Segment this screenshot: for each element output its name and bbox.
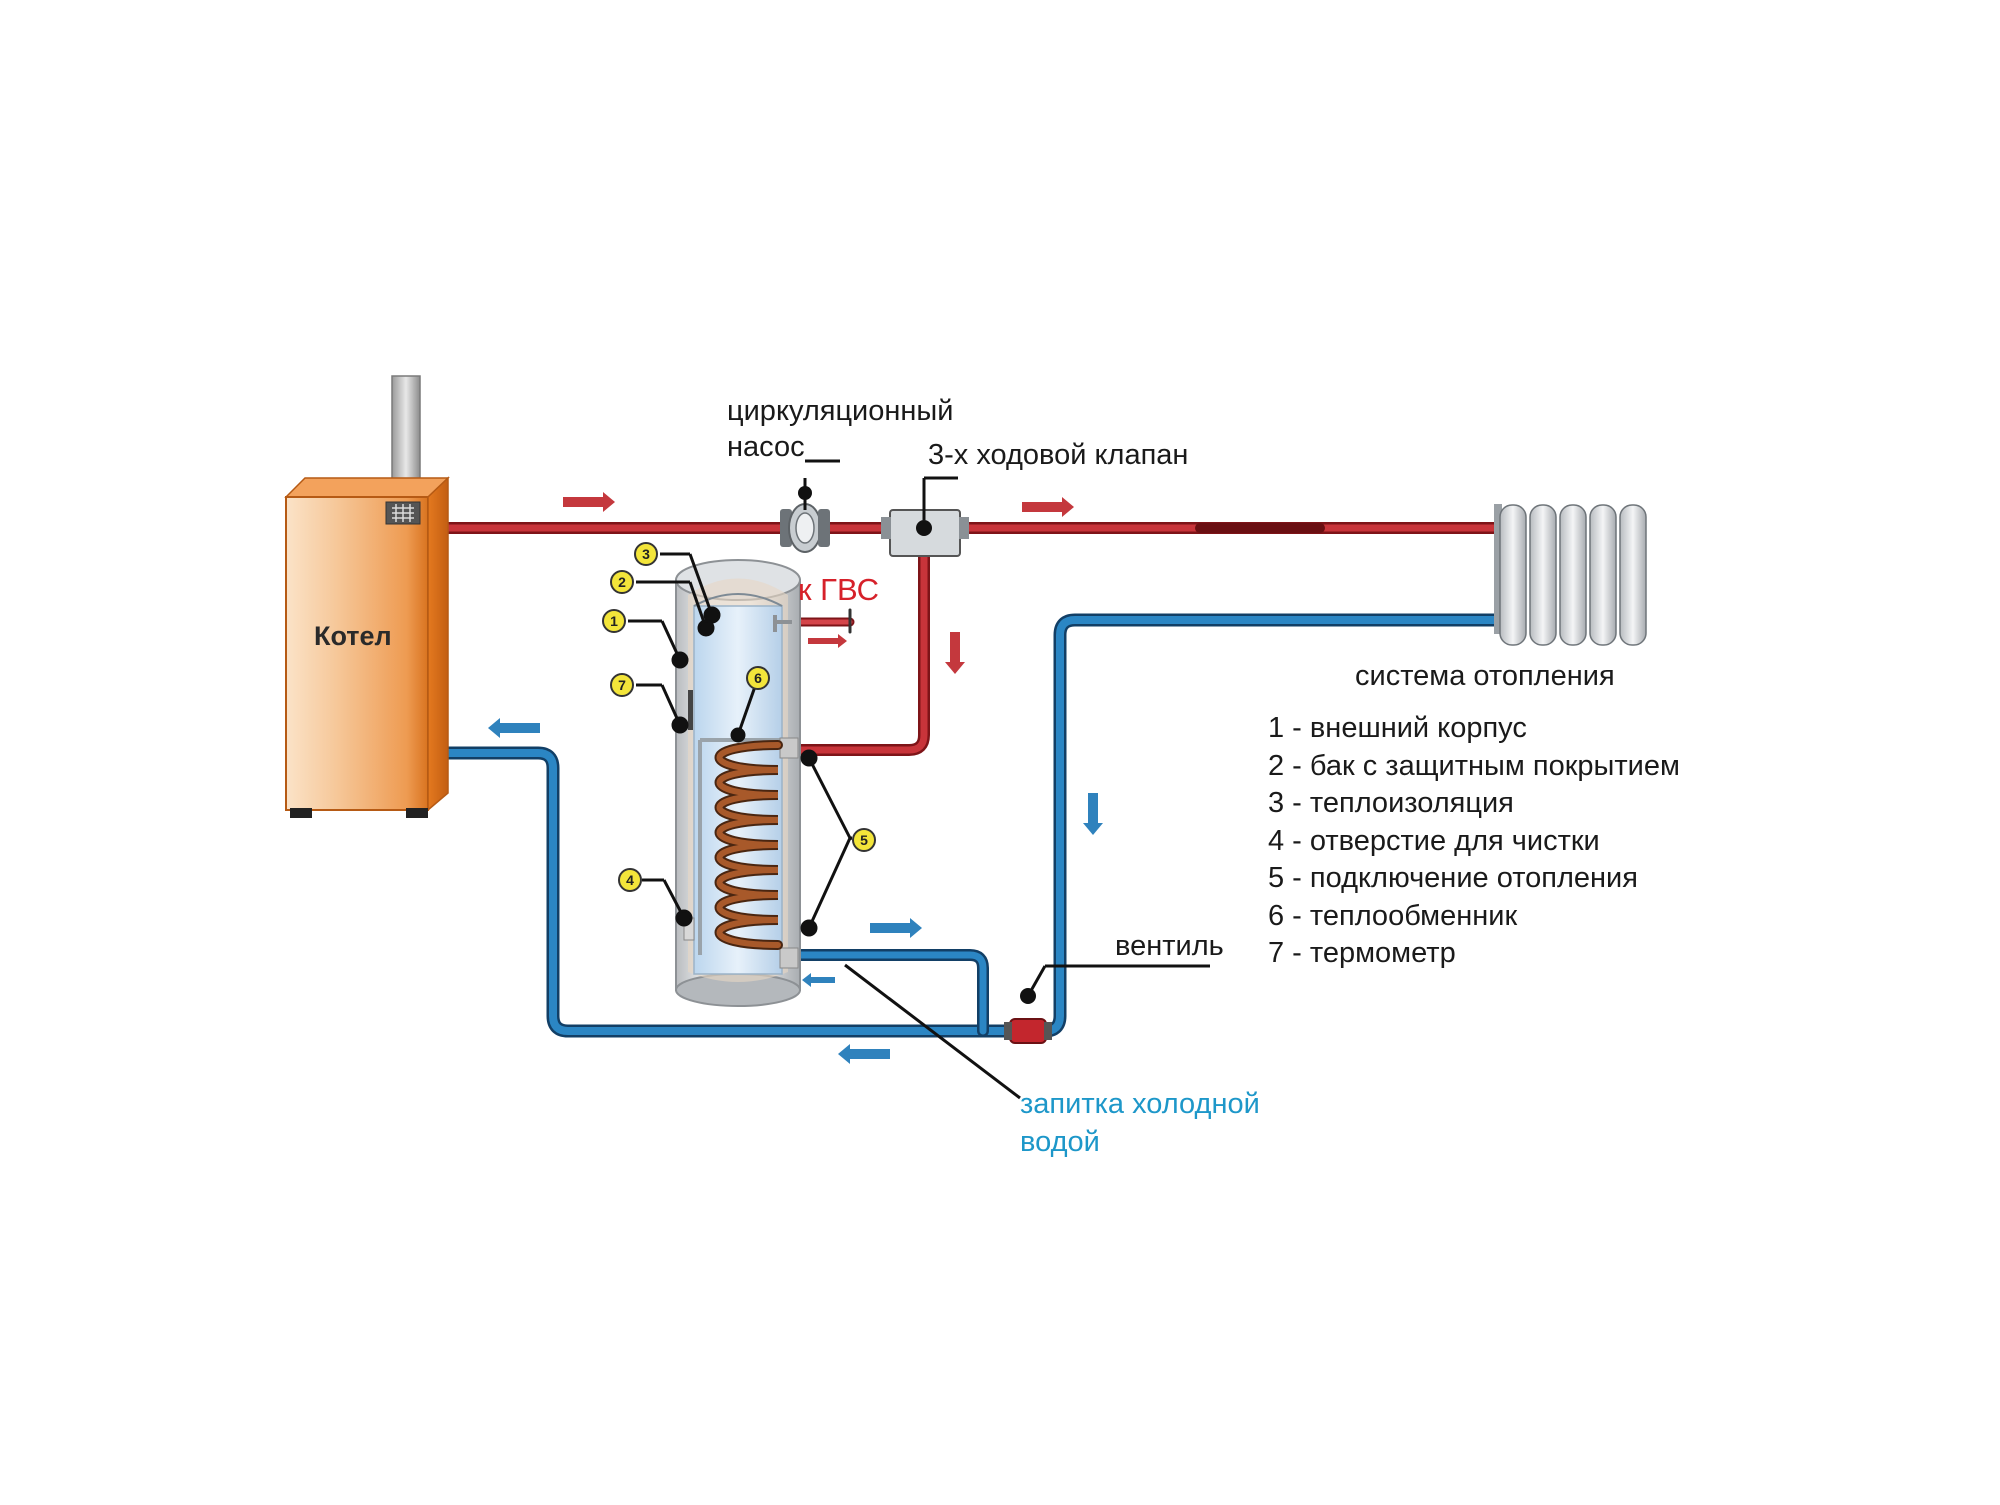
flow-arrow [488, 718, 540, 738]
legend-item: 4 - отверстие для чистки [1268, 824, 1600, 857]
svg-text:5: 5 [860, 832, 868, 848]
marker-3: 3 [634, 542, 658, 566]
flow-arrows [488, 492, 1103, 1064]
marker-2: 2 [610, 570, 634, 594]
boiler [284, 375, 450, 818]
marker-6: 6 [746, 666, 770, 690]
legend: 1 - внешний корпус 2 - бак с защитным по… [1268, 710, 1680, 973]
radiator [1494, 504, 1647, 646]
pump-label-line2: насос [727, 431, 805, 463]
flow-arrow [838, 1044, 890, 1064]
legend-item: 1 - внешний корпус [1268, 712, 1527, 744]
marker-7: 7 [610, 673, 634, 697]
three-way-valve-label: 3-х ходовой клапан [928, 439, 1189, 471]
svg-text:3: 3 [642, 546, 650, 562]
flow-arrow [808, 634, 847, 648]
cold-feed-label-line1: запитка холодной [1020, 1088, 1260, 1120]
marker-5: 5 [852, 828, 876, 852]
marker-1: 1 [602, 609, 626, 633]
legend-item: 6 - теплообменник [1268, 899, 1518, 932]
flow-arrow [563, 492, 615, 512]
svg-text:4: 4 [626, 872, 634, 888]
flow-arrow [870, 918, 922, 938]
legend-item: 3 - теплоизоляция [1268, 787, 1514, 819]
boiler-label: Котел [314, 621, 392, 651]
pump-label-line1: циркуляционный [727, 395, 954, 427]
flow-arrow [945, 632, 965, 674]
flow-arrow [802, 973, 835, 987]
flow-arrow [1022, 497, 1074, 517]
marker-4: 4 [618, 868, 642, 892]
legend-item: 7 - термометр [1268, 937, 1456, 969]
cold-feed-label-line2: водой [1020, 1126, 1100, 1158]
dhw-label: к ГВС [798, 572, 879, 607]
svg-text:6: 6 [754, 670, 762, 686]
svg-text:7: 7 [618, 677, 626, 693]
heat-exchanger-coil [714, 740, 783, 950]
circulation-pump [780, 459, 840, 553]
svg-text:1: 1 [610, 613, 618, 629]
shutoff-valve [1004, 964, 1210, 1044]
legend-item: 5 - подключение отопления [1268, 862, 1638, 894]
legend-item: 2 - бак с защитным покрытием [1268, 749, 1680, 782]
shutoff-valve-label: вентиль [1115, 930, 1224, 962]
cold-pipes [438, 613, 1502, 1038]
svg-text:2: 2 [618, 574, 626, 590]
flow-arrow [1083, 793, 1103, 835]
callout-markers: 3 2 1 7 6 4 5 [602, 542, 876, 892]
cold-feed-leader [844, 963, 1021, 1100]
three-way-valve [881, 476, 969, 557]
heating-system-label: система отопления [1355, 660, 1615, 692]
